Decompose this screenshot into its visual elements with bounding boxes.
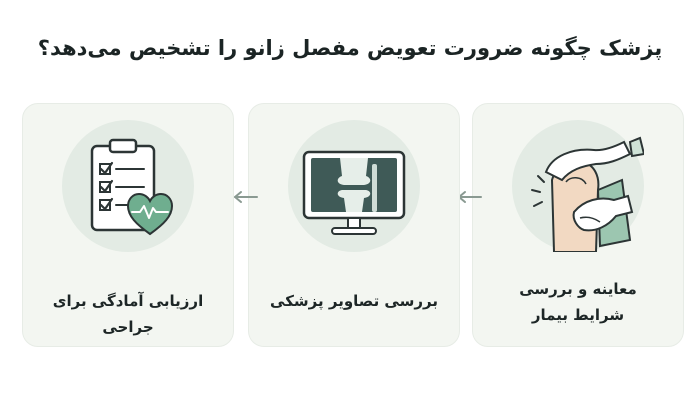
step-label-line-1: بررسی تصاویر پزشکی <box>270 292 438 310</box>
step-label-line-2: شرایط بیمار <box>531 306 625 324</box>
clipboard-heart-icon <box>90 138 174 236</box>
arrow-left-icon <box>234 191 258 203</box>
step-card-readiness: ارزیابی آمادگی برای جراحی <box>22 103 234 347</box>
step-label: معاینه و بررسی شرایط بیمار <box>481 276 675 328</box>
page-title: پزشک چگونه ضرورت تعویض مفصل زانو را تشخی… <box>37 36 663 60</box>
knee-examination-icon <box>531 136 644 252</box>
icon-disc <box>62 120 194 252</box>
step-card-imaging: بررسی تصاویر پزشکی <box>248 103 460 347</box>
icon-disc <box>288 120 420 252</box>
step-label-line-1: معاینه و بررسی <box>519 280 637 298</box>
step-label-line-1: ارزیابی آمادگی برای جراحی <box>52 292 204 336</box>
step-card-examination: معاینه و بررسی شرایط بیمار <box>472 103 684 347</box>
step-label: بررسی تصاویر پزشکی <box>257 288 451 314</box>
xray-monitor-icon <box>302 150 406 235</box>
icon-disc <box>512 120 644 252</box>
step-label: ارزیابی آمادگی برای جراحی <box>31 288 225 340</box>
